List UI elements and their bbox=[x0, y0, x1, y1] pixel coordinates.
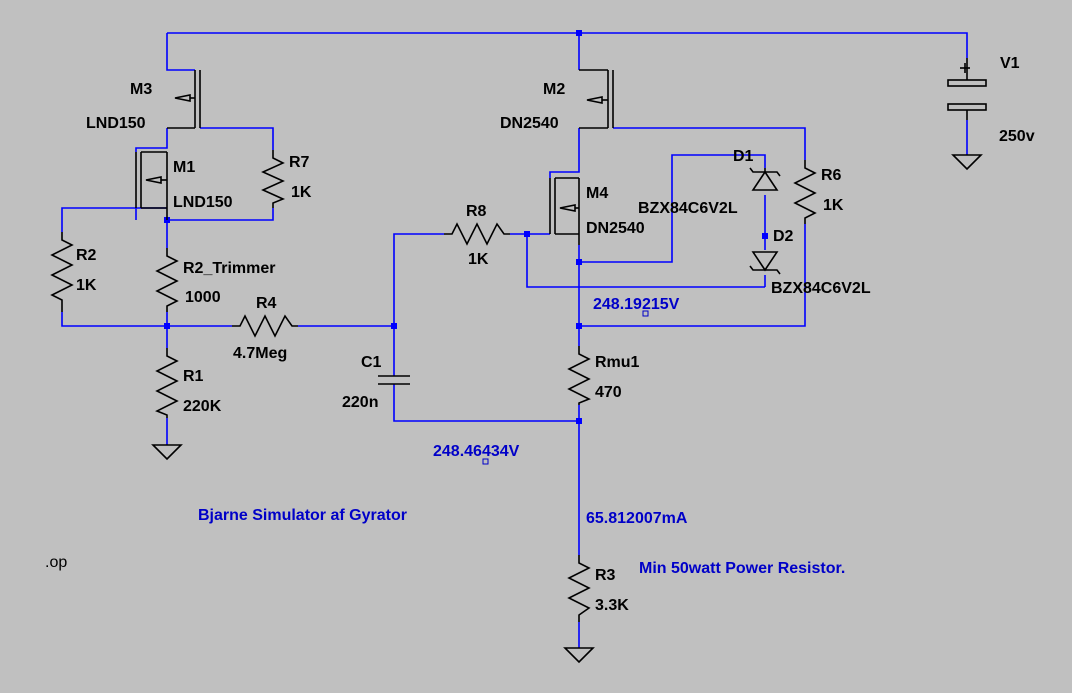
wire-m2-r6 bbox=[613, 127, 806, 160]
r1-name-label: R1 bbox=[183, 368, 204, 385]
voltage-probe-top: 248.19215V bbox=[593, 296, 680, 313]
power-resistor-note: Min 50watt Power Resistor. bbox=[639, 560, 845, 577]
current-probe-r3: 65.812007mA bbox=[586, 510, 688, 527]
r2-trimmer-name-label: R2_Trimmer bbox=[183, 260, 276, 277]
junction-dot bbox=[576, 323, 582, 329]
schematic-title: Bjarne Simulator af Gyrator bbox=[198, 507, 407, 524]
mosfet-m1[interactable] bbox=[135, 151, 168, 220]
m2-name-label: M2 bbox=[543, 81, 565, 98]
resistor-r1[interactable] bbox=[155, 348, 179, 418]
rmu1-name-label: Rmu1 bbox=[595, 354, 640, 371]
r2-value-label: 1K bbox=[76, 277, 97, 294]
resistor-r2-trimmer[interactable] bbox=[155, 248, 179, 312]
r3-name-label: R3 bbox=[595, 567, 616, 584]
m2-value-label: DN2540 bbox=[500, 115, 559, 132]
spice-directive: .op bbox=[45, 554, 67, 571]
zener-d2[interactable] bbox=[749, 251, 781, 275]
voltage-probe-mid: 248.46434V bbox=[433, 443, 520, 460]
m3-value-label: LND150 bbox=[86, 115, 146, 132]
d1-value-label: BZX84C6V2L bbox=[638, 200, 738, 217]
wire-m1-source-r7 bbox=[167, 208, 274, 221]
m3-name-label: M3 bbox=[130, 81, 152, 98]
resistor-r6[interactable] bbox=[793, 160, 817, 224]
ground-symbol bbox=[951, 154, 983, 171]
capacitor-c1[interactable] bbox=[378, 375, 410, 385]
c1-value-label: 220n bbox=[342, 394, 378, 411]
mosfet-m2[interactable] bbox=[579, 69, 614, 129]
probe-marker bbox=[482, 458, 489, 465]
junction-dot bbox=[576, 418, 582, 424]
voltage-source-v1[interactable] bbox=[947, 58, 987, 120]
junction-dot bbox=[524, 231, 530, 237]
wire-c1-r8 bbox=[393, 233, 444, 326]
wire-m3-m1 bbox=[135, 128, 168, 152]
ground-symbol bbox=[563, 647, 595, 664]
wire-m3-drain bbox=[166, 33, 195, 71]
r8-value-label: 1K bbox=[468, 251, 489, 268]
d2-name-label: D2 bbox=[773, 228, 794, 245]
r6-name-label: R6 bbox=[821, 167, 842, 184]
r1-value-label: 220K bbox=[183, 398, 222, 415]
mosfet-m4[interactable] bbox=[549, 177, 580, 245]
r8-name-label: R8 bbox=[466, 203, 487, 220]
r4-name-label: R4 bbox=[256, 295, 277, 312]
junction-dot bbox=[576, 30, 582, 36]
wire-c1-bottom bbox=[393, 384, 579, 422]
resistor-r8[interactable] bbox=[444, 222, 510, 246]
r7-name-label: R7 bbox=[289, 154, 310, 171]
v1-value-label: 250v bbox=[999, 128, 1035, 145]
wire-m2-m4 bbox=[549, 128, 580, 178]
junction-dot bbox=[762, 233, 768, 239]
junction-dot bbox=[164, 323, 170, 329]
r6-value-label: 1K bbox=[823, 197, 844, 214]
wire-r6-bottom bbox=[579, 224, 806, 327]
junction-dot bbox=[391, 323, 397, 329]
v1-name-label: V1 bbox=[1000, 55, 1020, 72]
r4-value-label: 4.7Meg bbox=[233, 345, 287, 362]
mosfet-m3[interactable] bbox=[167, 70, 201, 129]
ground-symbol bbox=[151, 444, 183, 461]
wire-m1-gate-r2 bbox=[61, 207, 136, 232]
probe-marker bbox=[642, 310, 649, 317]
wire-m4-gate-d2 bbox=[526, 234, 765, 288]
m4-name-label: M4 bbox=[586, 185, 608, 202]
r2-trimmer-value-label: 1000 bbox=[185, 289, 221, 306]
wire-top-rail bbox=[167, 32, 968, 58]
wire-r2-bottom bbox=[61, 312, 167, 327]
resistor-rmu1[interactable] bbox=[567, 346, 591, 405]
resistor-r3[interactable] bbox=[567, 555, 591, 622]
r3-value-label: 3.3K bbox=[595, 597, 629, 614]
junction-dot bbox=[576, 259, 582, 265]
rmu1-value-label: 470 bbox=[595, 384, 622, 401]
m4-value-label: DN2540 bbox=[586, 220, 645, 237]
junctions bbox=[164, 30, 768, 424]
resistor-r2[interactable] bbox=[50, 232, 74, 312]
m1-value-label: LND150 bbox=[173, 194, 233, 211]
r2-name-label: R2 bbox=[76, 247, 97, 264]
wire-m1-source bbox=[135, 207, 167, 220]
wire-m4-d1 bbox=[579, 154, 766, 263]
wire-m3-source-r7 bbox=[200, 127, 274, 150]
zener-d1[interactable] bbox=[749, 167, 781, 191]
wires bbox=[61, 32, 968, 648]
d2-value-label: BZX84C6V2L bbox=[771, 280, 871, 297]
m1-name-label: M1 bbox=[173, 159, 195, 176]
r7-value-label: 1K bbox=[291, 184, 312, 201]
resistor-r7[interactable] bbox=[261, 150, 286, 208]
c1-name-label: C1 bbox=[361, 354, 382, 371]
resistor-r4[interactable] bbox=[232, 314, 298, 338]
d1-name-label: D1 bbox=[733, 148, 754, 165]
